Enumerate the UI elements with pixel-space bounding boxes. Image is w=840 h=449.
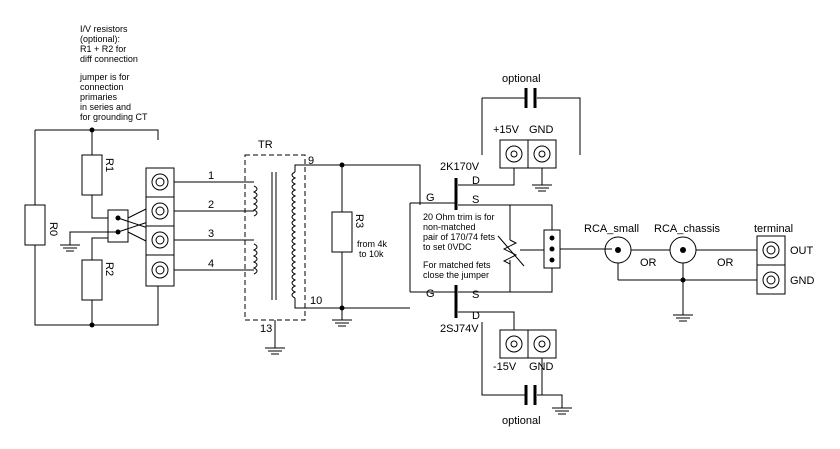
svg-text:RCA_chassis: RCA_chassis	[654, 223, 721, 235]
top-power-block: optional +15V GND	[458, 73, 581, 192]
transformer: TR 9 10 13	[244, 139, 421, 355]
trim-pot	[497, 204, 612, 293]
ct-jumper	[107, 209, 129, 243]
r0-resistor	[24, 204, 46, 246]
or-label-2: OR	[717, 257, 734, 269]
svg-text:R1 + R2 for: R1 + R2 for	[80, 44, 126, 54]
bottom-power-block: -15V GND optional	[481, 322, 572, 427]
svg-text:OUT: OUT	[790, 245, 814, 257]
svg-text:R3: R3	[353, 214, 365, 228]
svg-text:diff connection: diff connection	[80, 54, 138, 64]
fet-p: G S D 2SJ74V	[410, 260, 515, 335]
svg-text:optional: optional	[502, 73, 541, 85]
svg-text:for grounding CT: for grounding CT	[80, 112, 148, 122]
svg-text:GND: GND	[529, 361, 554, 373]
svg-text:jumper is for: jumper is for	[79, 72, 130, 82]
svg-text:S: S	[472, 289, 479, 301]
svg-text:close the jumper: close the jumper	[423, 270, 489, 280]
svg-text:primaries: primaries	[80, 92, 118, 102]
svg-text:2K170V: 2K170V	[440, 161, 480, 173]
jumper-note: jumper is for connection primaries in se…	[79, 72, 148, 122]
svg-text:-15V: -15V	[493, 361, 517, 373]
r2-resistor	[81, 259, 103, 301]
svg-text:R2: R2	[103, 262, 115, 276]
svg-text:R1: R1	[103, 158, 115, 172]
svg-text:G: G	[426, 192, 435, 204]
input-terminal-block	[145, 167, 175, 287]
svg-text:non-matched: non-matched	[423, 222, 476, 232]
svg-text:connection: connection	[80, 82, 124, 92]
svg-text:D: D	[472, 175, 480, 187]
trim-note: 20 Ohm trim is for non-matched pair of 1…	[423, 212, 496, 280]
r1-resistor	[81, 154, 103, 196]
svg-text:20 Ohm trim is for: 20 Ohm trim is for	[423, 212, 495, 222]
svg-text:pair of 170/74 fets: pair of 170/74 fets	[423, 232, 496, 242]
svg-text:3: 3	[208, 228, 214, 240]
primary-wires: 1 2 3 4	[174, 170, 254, 271]
svg-text:in series and: in series and	[80, 102, 131, 112]
svg-text:D: D	[472, 310, 480, 322]
output-terminal: terminal OUT GND	[754, 223, 815, 295]
svg-text:optional: optional	[502, 415, 541, 427]
svg-text:S: S	[472, 194, 479, 206]
svg-text:to 10k: to 10k	[359, 249, 384, 259]
iv-resistors-note: I/V resistors (optional): R1 + R2 for di…	[80, 24, 138, 64]
input-network: R0 R1 R2	[24, 127, 159, 328]
svg-text:4: 4	[208, 258, 214, 270]
svg-text:(optional):: (optional):	[80, 34, 120, 44]
svg-text:+15V: +15V	[493, 124, 520, 136]
svg-text:9: 9	[308, 155, 314, 167]
svg-text:G: G	[426, 288, 435, 300]
svg-text:GND: GND	[529, 124, 554, 136]
svg-text:10: 10	[310, 295, 322, 307]
svg-text:2: 2	[208, 199, 214, 211]
rca-small: RCA_small	[584, 223, 639, 280]
svg-text:GND: GND	[790, 275, 815, 287]
svg-text:from 4k: from 4k	[357, 239, 388, 249]
svg-text:For matched fets: For matched fets	[423, 260, 491, 270]
svg-text:I/V resistors: I/V resistors	[80, 24, 128, 34]
svg-text:1: 1	[208, 170, 214, 182]
svg-text:TR: TR	[258, 139, 273, 151]
rca-chassis: RCA_chassis	[654, 223, 721, 322]
svg-text:RCA_small: RCA_small	[584, 223, 639, 235]
svg-text:2SJ74V: 2SJ74V	[440, 323, 479, 335]
svg-text:terminal: terminal	[754, 223, 793, 235]
r3-resistor: R3 from 4k to 10k	[331, 162, 388, 327]
svg-text:to set 0VDC: to set 0VDC	[423, 242, 472, 252]
or-label-1: OR	[640, 257, 657, 269]
svg-text:R0: R0	[47, 222, 59, 236]
svg-text:13: 13	[260, 323, 272, 335]
